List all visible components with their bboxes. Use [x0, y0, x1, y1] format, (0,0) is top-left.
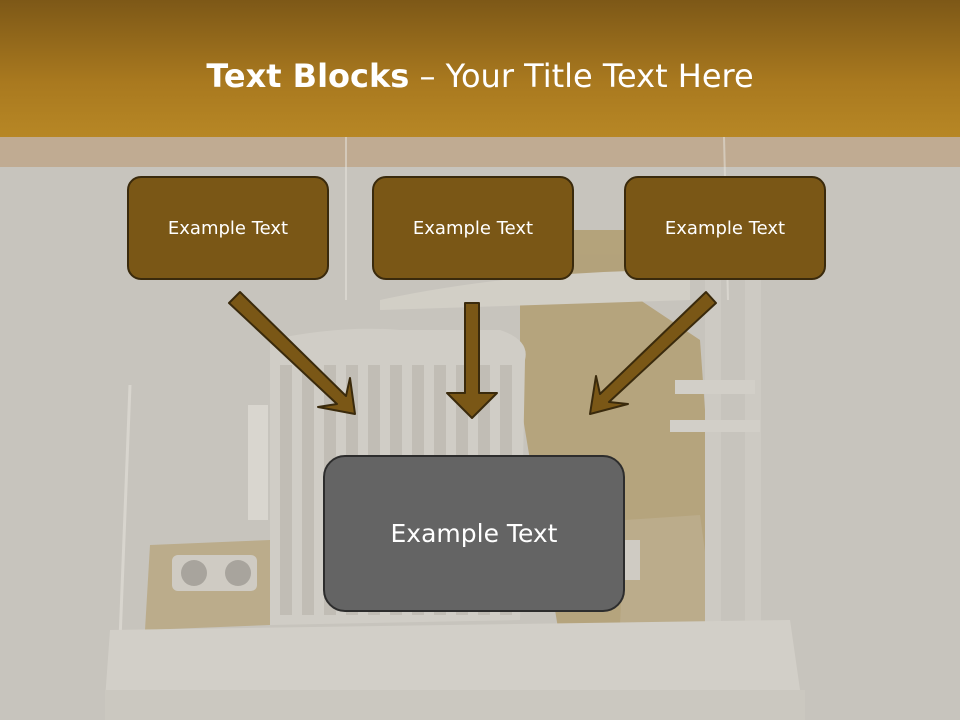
- slide-title: Text Blocks – Your Title Text Here: [0, 56, 960, 96]
- text-block-2[interactable]: Example Text: [372, 176, 574, 280]
- text-block-1-label: Example Text: [167, 217, 289, 239]
- text-block-3-label: Example Text: [664, 217, 786, 239]
- text-block-3[interactable]: Example Text: [624, 176, 826, 280]
- title-header-bar: [0, 0, 960, 137]
- arrow-right-icon: [589, 291, 717, 415]
- arrow-left-icon: [228, 291, 356, 415]
- title-rest: Your Title Text Here: [445, 57, 754, 95]
- text-block-1[interactable]: Example Text: [127, 176, 329, 280]
- main-text-block-label: Example Text: [390, 519, 558, 548]
- header-band: [0, 137, 960, 167]
- arrow-down-icon: [446, 302, 498, 419]
- title-separator: –: [409, 57, 446, 95]
- main-text-block[interactable]: Example Text: [323, 455, 625, 612]
- title-bold: Text Blocks: [206, 57, 410, 95]
- text-block-2-label: Example Text: [412, 217, 534, 239]
